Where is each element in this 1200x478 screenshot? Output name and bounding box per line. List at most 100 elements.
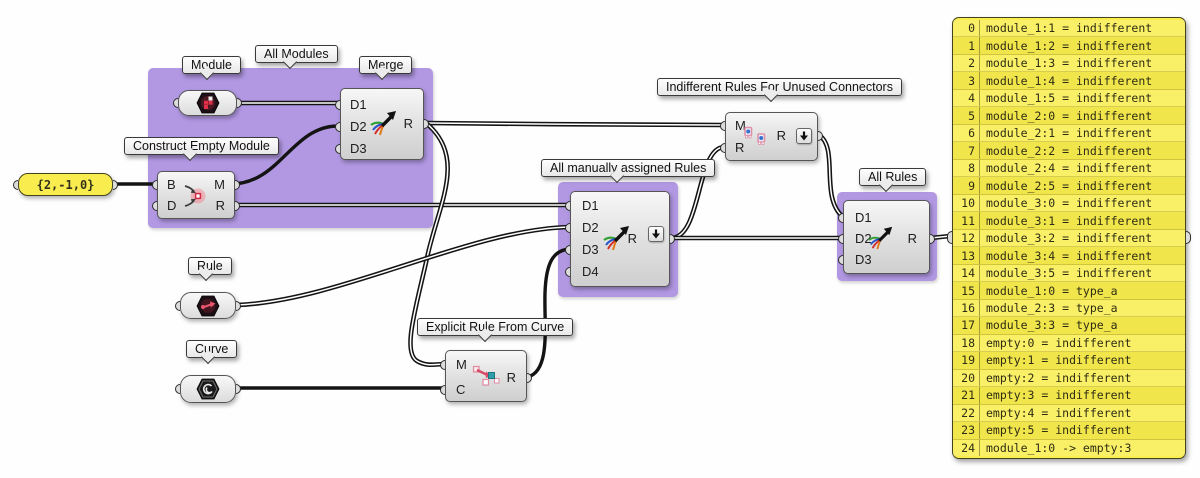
manual-d3-port[interactable] [565, 245, 570, 255]
output-panel-input-port[interactable] [947, 231, 952, 244]
merge-icon [603, 226, 629, 251]
balloon-all-modules: All Modules [255, 45, 338, 70]
panel-line-number: 12 [953, 229, 980, 247]
wire-rule-to-manual-d2[interactable] [234, 224, 573, 308]
port-label: D3 [582, 242, 599, 257]
value-panel-output-port[interactable] [113, 179, 118, 190]
panel-line-text: empty:1 = indifferent [986, 353, 1132, 368]
explicit-m-port[interactable] [440, 360, 445, 370]
explicit-c-port[interactable] [440, 385, 445, 395]
panel-line-text: module_1:1 = indifferent [986, 21, 1153, 36]
indifferent-r-input-port[interactable] [720, 143, 725, 153]
port-label: M [456, 357, 467, 372]
balloon-construct-empty-module: Construct Empty Module [124, 137, 279, 162]
panel-line-number: 3 [953, 72, 980, 89]
panel-line-number: 16 [953, 299, 980, 317]
panel-line-number: 15 [953, 282, 980, 299]
panel-line-text: empty:3 = indifferent [986, 388, 1132, 403]
balloon-all-manually-assigned-rules: All manually assigned Rules [541, 159, 716, 184]
panel-line-number: 22 [953, 404, 980, 422]
balloon-explicit-rule-from-curve: Explicit Rule From Curve [417, 318, 574, 343]
rule-output-port[interactable] [236, 300, 241, 311]
rule-hexagon-icon [196, 295, 220, 316]
port-label: R [907, 231, 917, 246]
flatten-button[interactable] [648, 226, 664, 242]
panel-line: 12 module_3:2 = indifferent [953, 229, 1185, 248]
panel-line-number: 11 [953, 212, 980, 229]
panel-line: 18 empty:0 = indifferent [953, 334, 1185, 353]
balloon-module: Module [182, 56, 241, 81]
balloon-merge: Merge [359, 56, 413, 81]
allrules-d2-port[interactable] [838, 234, 843, 244]
panel-line-text: module_1:3 = indifferent [986, 56, 1153, 71]
indifferent-rules-component[interactable]: M R R [720, 112, 823, 161]
panel-line-number: 4 [953, 89, 980, 107]
port-label: C [456, 382, 466, 397]
panel-line-text: module_1:0 = type_a [986, 283, 1118, 298]
rule-from-curve-squares-icon [472, 365, 500, 386]
manual-rules-merge-component[interactable]: D1 D2 D3 D4 R [565, 191, 675, 287]
rule-param-component[interactable] [175, 292, 241, 319]
manual-d4-port[interactable] [565, 267, 570, 277]
panel-line-text: module_2:0 = indifferent [986, 108, 1153, 123]
panel-line-number: 13 [953, 247, 980, 264]
panel-line-text: module_3:3 = type_a [986, 318, 1118, 333]
panel-line-text: empty:0 = indifferent [986, 335, 1132, 350]
flatten-button[interactable] [796, 128, 812, 144]
merge-modules-component[interactable]: D1 D2 D3 R [335, 88, 429, 160]
manual-d1-port[interactable] [565, 201, 570, 211]
panel-line-text: module_1:5 = indifferent [986, 91, 1153, 106]
panel-line-text: module_3:2 = indifferent [986, 231, 1153, 246]
panel-line-text: module_2:1 = indifferent [986, 126, 1153, 141]
module-param-component[interactable] [173, 90, 242, 116]
balloon-rule: Rule [188, 257, 232, 282]
wire-explicit-r-to-manual-d3[interactable] [526, 247, 572, 379]
allrules-d3-port[interactable] [838, 255, 843, 265]
indifferent-m-port[interactable] [720, 121, 725, 131]
merge-d1-port[interactable] [335, 100, 340, 110]
panel-line: 11 module_3:1 = indifferent [953, 212, 1185, 230]
port-label: D2 [350, 119, 367, 134]
module-hexagon-icon [196, 92, 219, 114]
panel-line-number: 23 [953, 422, 980, 439]
all-rules-merge-component[interactable]: D1 D2 D3 R [838, 200, 935, 274]
port-label: R [403, 116, 413, 131]
value-panel[interactable]: {2,-1,0} [13, 173, 118, 196]
wire-merge-r-to-indifferent-m[interactable] [423, 120, 727, 128]
wire-construct-m-to-merge-d2[interactable] [229, 124, 340, 186]
wire-manual-r-to-indifferent-r[interactable] [668, 144, 727, 241]
curve-param-component[interactable] [175, 375, 241, 403]
panel-line: 3 module_1:4 = indifferent [953, 72, 1185, 90]
port-label: R [627, 231, 637, 246]
output-panel[interactable]: 0 module_1:1 = indifferent 1 module_1:2 … [947, 17, 1191, 459]
wire-merge-r-to-explicit-m[interactable] [408, 120, 450, 368]
panel-line-text: module_1:2 = indifferent [986, 38, 1153, 53]
merge-d2-port[interactable] [335, 122, 340, 132]
port-label: B [167, 177, 176, 192]
rule-input-port[interactable] [175, 300, 180, 311]
panel-line: 8 module_2:4 = indifferent [953, 159, 1185, 178]
manual-d2-port[interactable] [565, 223, 570, 233]
construct-target-square-icon [184, 185, 206, 207]
panel-line-number: 21 [953, 387, 980, 404]
allrules-d1-port[interactable] [838, 213, 843, 223]
balloon-all-rules: All Rules [859, 168, 927, 193]
construct-empty-module-component[interactable]: B D M R [152, 171, 240, 219]
panel-line-number: 0 [953, 20, 980, 37]
explicit-rule-from-curve-component[interactable]: M C R [440, 350, 532, 402]
panel-line: 20 empty:2 = indifferent [953, 369, 1185, 388]
wire-indifferent-r-to-allrules-d1[interactable] [816, 132, 845, 219]
curve-input-port[interactable] [175, 384, 180, 394]
panel-line: 24 module_1:0 -> empty:3 [953, 439, 1185, 457]
value-panel-input-port[interactable] [13, 179, 18, 190]
port-label: R [215, 198, 225, 213]
panel-line: 15 module_1:0 = type_a [953, 282, 1185, 300]
panel-line-number: 14 [953, 264, 980, 282]
module-input-port[interactable] [173, 98, 178, 108]
construct-d-port[interactable] [152, 201, 157, 211]
panel-line-number: 18 [953, 334, 980, 352]
construct-b-port[interactable] [152, 180, 157, 190]
merge-d3-port[interactable] [335, 144, 340, 154]
panel-line-text: empty:4 = indifferent [986, 405, 1132, 420]
